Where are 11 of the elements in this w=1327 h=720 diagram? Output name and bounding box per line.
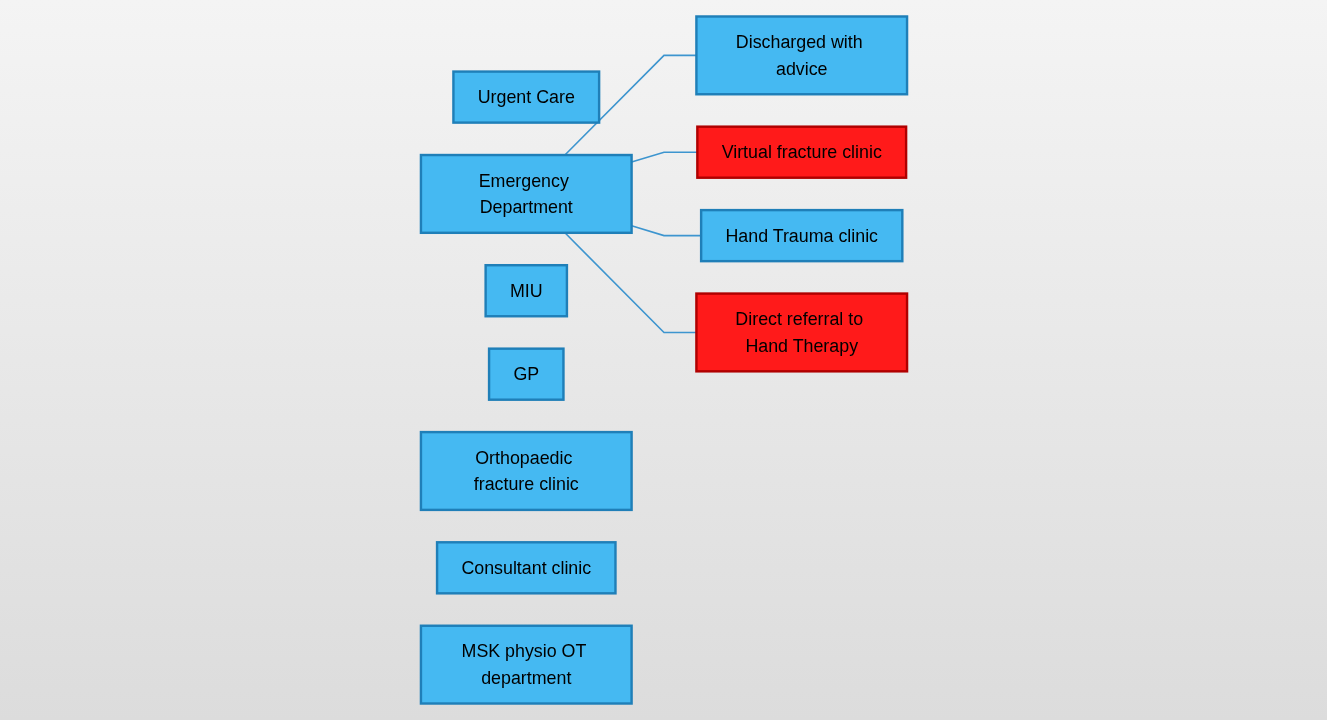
node-box: Emergency Department [419,153,633,234]
node-box: Discharged with advice [694,15,908,96]
node-box: Orthopaedic fracture clinic [419,430,633,512]
node-box: Consultant clinic [435,541,617,595]
node-box: Virtual fracture clinic [695,125,907,179]
node-box: Direct referral to Hand Therapy [694,292,908,373]
node-box: MSK physio OT department [419,624,633,705]
node-box: GP [487,347,565,401]
node-box: Urgent Care [451,70,600,124]
node-box: Hand Trauma clinic [699,208,904,263]
node-box: MIU [483,264,568,318]
